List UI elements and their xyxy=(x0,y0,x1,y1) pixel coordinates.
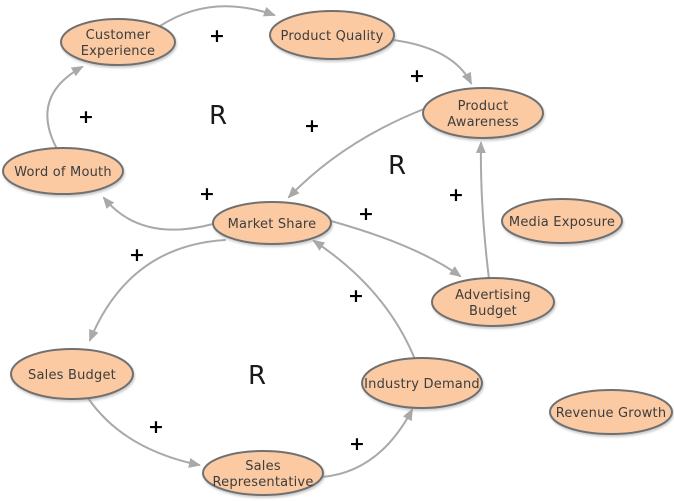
polarity-sign-word-of-mouth-to-customer-experience: + xyxy=(78,106,94,128)
node-label: Market Share xyxy=(228,217,317,232)
node-label: Word of Mouth xyxy=(14,165,112,180)
node-ellipse xyxy=(212,201,332,245)
node-ellipse xyxy=(2,147,124,195)
edge-industry-demand-to-market-share[interactable] xyxy=(312,239,415,358)
polarity-sign-market-share-to-sales-budget: + xyxy=(129,244,145,266)
edge-product-awareness-to-market-share[interactable] xyxy=(287,108,425,199)
edges-layer xyxy=(46,5,490,478)
node-ellipse xyxy=(422,87,544,139)
edge-word-of-mouth-to-customer-experience[interactable] xyxy=(46,66,84,148)
loop-label-r-sales: R xyxy=(248,361,266,391)
polarity-sign-sales-representative-to-industry-demand: + xyxy=(349,433,365,455)
node-ellipse xyxy=(549,389,673,435)
node-product-quality[interactable]: Product Quality xyxy=(269,10,395,60)
node-market-share[interactable]: Market Share xyxy=(212,201,332,245)
polarity-sign-product-quality-to-product-awareness: + xyxy=(409,65,425,87)
loop-labels-layer: R R R xyxy=(209,101,406,391)
node-sales-budget[interactable]: Sales Budget xyxy=(10,348,134,400)
polarity-signs-layer: + + + + + + + + + + + xyxy=(78,25,464,455)
node-label: Sales Budget xyxy=(28,368,116,383)
node-ellipse xyxy=(501,198,623,244)
node-industry-demand[interactable]: Industry Demand xyxy=(361,357,483,409)
node-ellipse xyxy=(60,18,176,66)
node-label: Product Quality xyxy=(281,29,384,44)
node-ellipse xyxy=(202,450,324,496)
loop-label-r-word-of-mouth: R xyxy=(209,101,227,131)
node-ellipse xyxy=(10,348,134,400)
edge-sales-budget-to-sales-representative[interactable] xyxy=(87,397,201,468)
polarity-sign-customer-experience-to-product-quality: + xyxy=(209,25,225,47)
node-ellipse xyxy=(269,10,395,60)
edge-advertising-budget-to-product-awareness[interactable] xyxy=(475,141,490,280)
node-revenue-growth[interactable]: Revenue Growth xyxy=(549,389,673,435)
node-word-of-mouth[interactable]: Word of Mouth xyxy=(2,147,124,195)
polarity-sign-sales-budget-to-sales-representative: + xyxy=(148,416,164,438)
edge-market-share-to-sales-budget[interactable] xyxy=(89,239,226,342)
node-label: Media Exposure xyxy=(509,215,615,230)
edge-customer-experience-to-product-quality[interactable] xyxy=(159,5,276,27)
polarity-sign-advertising-budget-to-product-awareness: + xyxy=(448,184,464,206)
node-ellipse xyxy=(361,357,483,409)
polarity-sign-industry-demand-to-market-share: + xyxy=(348,285,364,307)
edge-product-quality-to-product-awareness[interactable] xyxy=(392,39,472,85)
edge-market-share-to-advertising-budget[interactable] xyxy=(330,220,462,278)
node-label: Revenue Growth xyxy=(556,406,667,421)
polarity-sign-product-awareness-to-market-share: + xyxy=(304,115,320,137)
node-media-exposure[interactable]: Media Exposure xyxy=(501,198,623,244)
node-ellipse xyxy=(431,277,555,327)
loop-label-r-advertising: R xyxy=(388,151,406,181)
edge-sales-representative-to-industry-demand[interactable] xyxy=(321,408,413,478)
edge-market-share-to-word-of-mouth[interactable] xyxy=(102,196,214,231)
polarity-sign-market-share-to-advertising-budget: + xyxy=(358,203,374,225)
polarity-sign-market-share-to-word-of-mouth: + xyxy=(199,183,215,205)
node-label: Industry Demand xyxy=(364,377,480,392)
